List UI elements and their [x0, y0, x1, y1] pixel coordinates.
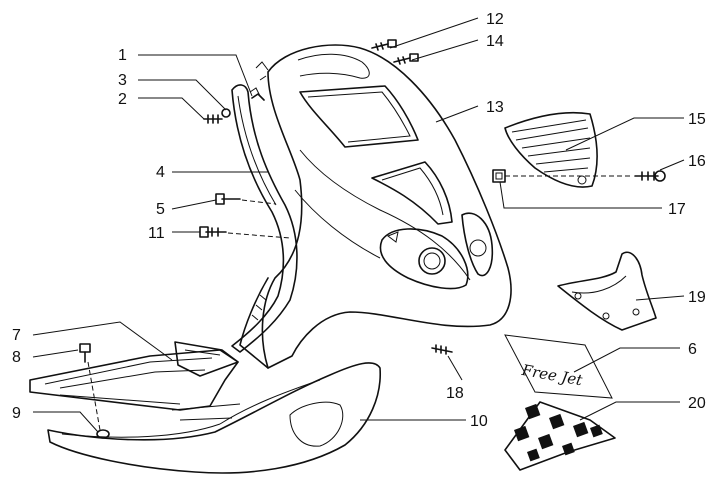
- callout-10: 10: [470, 413, 488, 430]
- callout-6: 6: [688, 341, 697, 358]
- edge-trim-part: [231, 84, 298, 353]
- screw-14-part: [393, 53, 419, 65]
- screw-5-part: [215, 193, 241, 205]
- decal-part: Free Jet: [504, 334, 613, 399]
- callout-16: 16: [688, 153, 706, 170]
- callout-20: 20: [688, 395, 706, 412]
- callout-8: 8: [12, 349, 21, 366]
- callout-11: 11: [148, 225, 165, 242]
- callout-9: 9: [12, 405, 21, 422]
- screw-16-part: [634, 170, 666, 182]
- callout-12: 12: [486, 11, 504, 28]
- screw-12-part: [371, 39, 397, 51]
- callout-5: 5: [156, 201, 165, 218]
- screw-2-part: [203, 114, 223, 124]
- leader-lines: [32, 17, 685, 433]
- callout-14: 14: [486, 33, 504, 50]
- callout-13: 13: [486, 99, 504, 116]
- callout-7: 7: [12, 327, 21, 344]
- callout-17: 17: [668, 201, 686, 218]
- front-shield-part: [239, 44, 512, 369]
- callout-15: 15: [688, 111, 706, 128]
- callout-2: 2: [118, 91, 127, 108]
- checkered-decal-part: [504, 401, 616, 471]
- callout-19: 19: [688, 289, 706, 306]
- callout-4: 4: [156, 164, 165, 181]
- callout-3: 3: [118, 72, 127, 89]
- nut-9-part: [96, 429, 110, 439]
- clip-17-part: [492, 169, 506, 183]
- screw-11-part: [199, 226, 227, 238]
- callout-18: 18: [446, 385, 464, 402]
- screw-18-part: [431, 344, 453, 355]
- callout-labels: 1 3 2 4 5 11 7 8 9 10 12 14 13 15 16 17 …: [12, 11, 706, 430]
- screw-1-part: [251, 93, 265, 101]
- screw-8-part: [79, 343, 91, 363]
- callout-1: 1: [118, 47, 127, 64]
- decal-script-text: Free Jet: [520, 361, 585, 390]
- lower-spoiler-part: [47, 362, 381, 474]
- grille-part: [504, 111, 598, 188]
- inner-cover-part: [557, 251, 657, 331]
- washer-3-part: [221, 108, 231, 118]
